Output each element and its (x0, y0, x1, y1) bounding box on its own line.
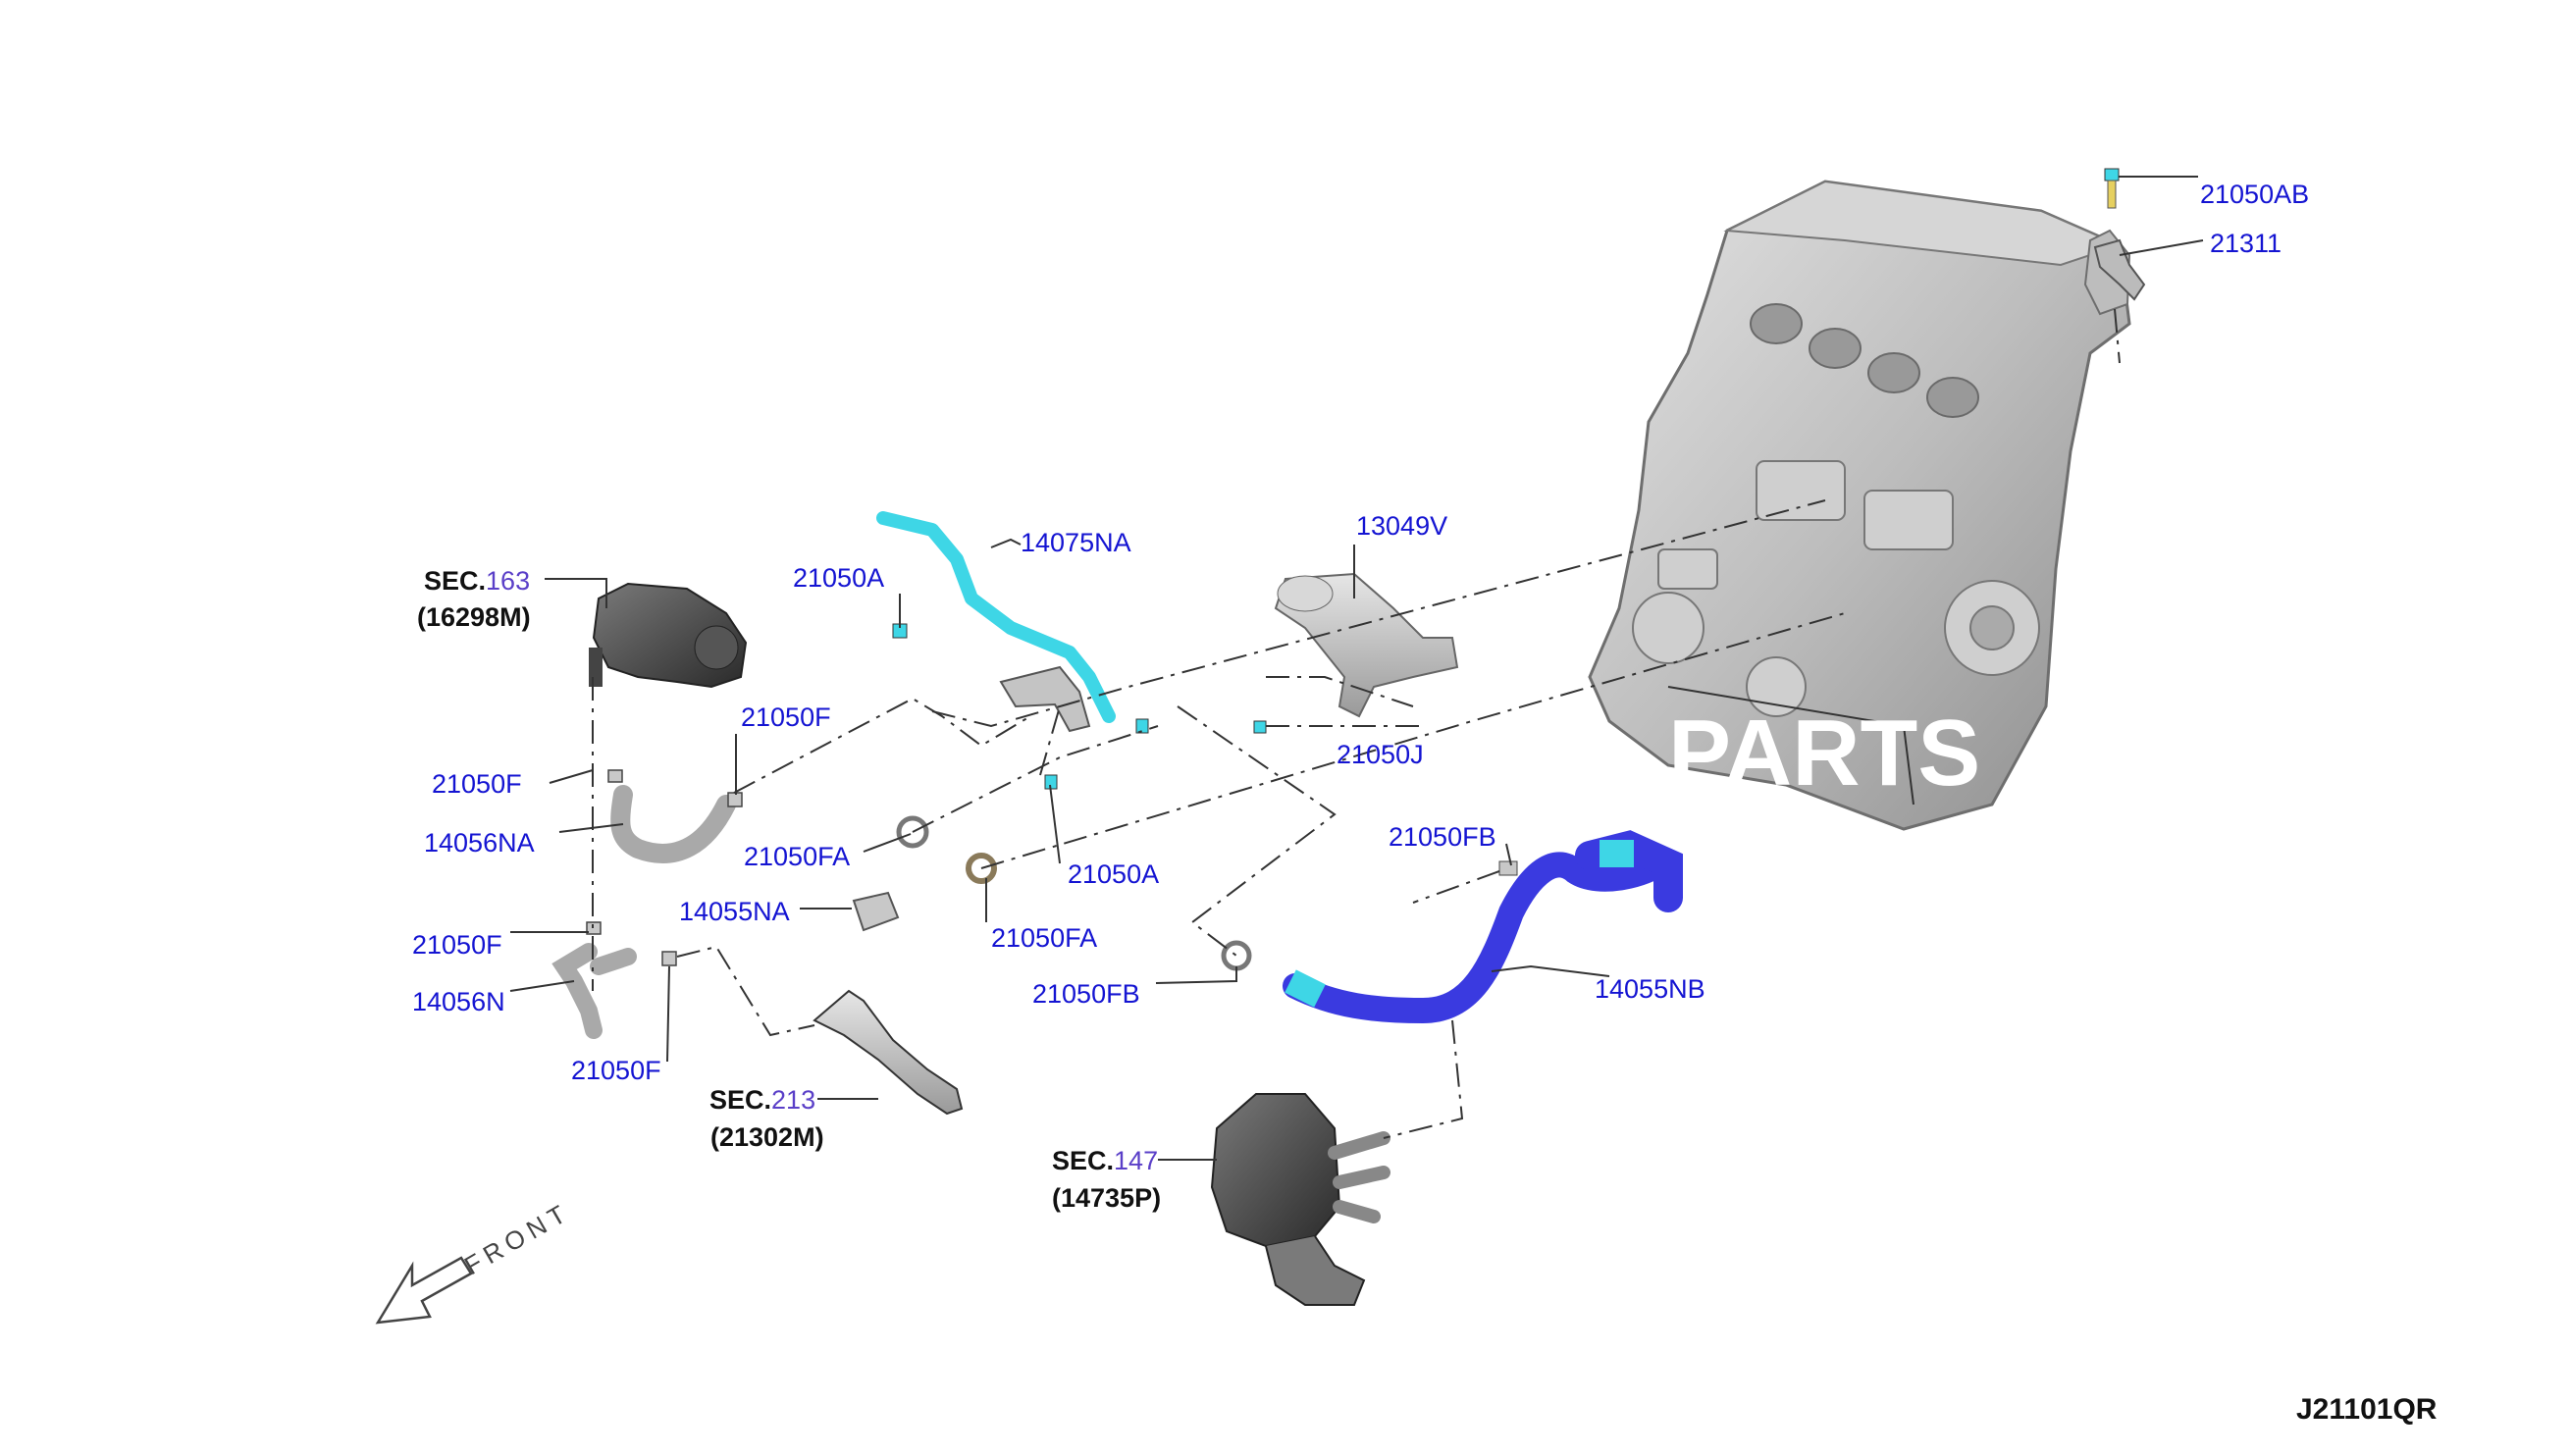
label-13049v[interactable]: 13049V (1356, 511, 1447, 541)
assembly-lines (592, 308, 2121, 1139)
label-21050f-mid[interactable]: 21050F (412, 930, 502, 960)
section-number: 213 (771, 1085, 815, 1115)
label-14055nb[interactable]: 14055NB (1595, 974, 1705, 1004)
label-21050fb-lower[interactable]: 21050FB (1032, 979, 1140, 1009)
label-14056n[interactable]: 14056N (412, 987, 505, 1016)
hose-14055nb (1283, 851, 1671, 1024)
hose-14056n (551, 943, 637, 1039)
section-ref-213[interactable]: SEC.213 (21302M) (709, 1085, 824, 1152)
front-indicator: FRONT (375, 1196, 576, 1325)
oil-cooler-sec147 (1210, 1093, 1390, 1306)
section-ref-163[interactable]: SEC.163 (16298M) (417, 566, 531, 632)
leader-lines (509, 176, 2204, 1161)
bolt-21050j (1253, 720, 1267, 734)
label-14055na[interactable]: 14055NA (679, 897, 790, 926)
svg-text:SEC.163: SEC.163 (424, 566, 530, 596)
label-21311[interactable]: 21311 (2210, 229, 2282, 258)
label-14075na[interactable]: 14075NA (1021, 528, 1131, 557)
label-21050f-bottom[interactable]: 21050F (571, 1056, 661, 1085)
clamp-21050fa-1 (896, 815, 929, 849)
label-21050ab[interactable]: 21050AB (2200, 180, 2309, 209)
section-ref-code: (16298M) (417, 602, 531, 632)
label-21050fa-right[interactable]: 21050FA (991, 923, 1097, 953)
section-ref-147[interactable]: SEC.147 (14735P) (1052, 1146, 1161, 1213)
svg-text:SEC.147: SEC.147 (1052, 1146, 1158, 1175)
section-number: 163 (486, 566, 530, 596)
section-ref-code: (21302M) (710, 1122, 824, 1152)
section-prefix: SEC. (709, 1085, 771, 1115)
bracket-21311 (2093, 238, 2146, 301)
diagram-code: J21101QR (2296, 1393, 2438, 1426)
label-21050j[interactable]: 21050J (1337, 740, 1424, 769)
label-14056na[interactable]: 14056NA (424, 828, 535, 858)
bolt-21050ab (2104, 168, 2120, 209)
bolt-center (1135, 718, 1149, 734)
hose-14075na (876, 511, 1116, 723)
label-21050fb-upper[interactable]: 21050FB (1389, 822, 1496, 852)
label-21050a-upper[interactable]: 21050A (793, 563, 884, 593)
clamp-21050fb-upper (1498, 860, 1518, 876)
engine-assembly: PARTS (1588, 180, 2131, 831)
front-label: FRONT (459, 1196, 576, 1280)
section-ref-code: (14735P) (1052, 1183, 1161, 1213)
hose-14056na (610, 785, 736, 863)
clamp-21050fb-lower (1221, 940, 1252, 971)
hose-14075na-elbow (999, 665, 1091, 733)
vacuum-pump (589, 582, 748, 689)
section-number: 147 (1114, 1146, 1158, 1175)
hose-14055na (852, 891, 900, 932)
section-prefix: SEC. (424, 566, 486, 596)
label-21050f-left[interactable]: 21050F (432, 769, 522, 799)
section-prefix: SEC. (1052, 1146, 1114, 1175)
water-outlet-13049v (1274, 572, 1459, 718)
clamp-21050fa-2 (966, 853, 997, 884)
svg-text:SEC.213: SEC.213 (709, 1085, 815, 1115)
label-21050a-lower[interactable]: 21050A (1068, 859, 1159, 889)
front-arrow-icon (375, 1256, 473, 1325)
watermark: PARTS (1668, 701, 1980, 806)
label-21050f-top[interactable]: 21050F (741, 702, 831, 732)
label-21050fa-left[interactable]: 21050FA (744, 842, 850, 871)
water-pipe-sec213 (813, 989, 964, 1116)
